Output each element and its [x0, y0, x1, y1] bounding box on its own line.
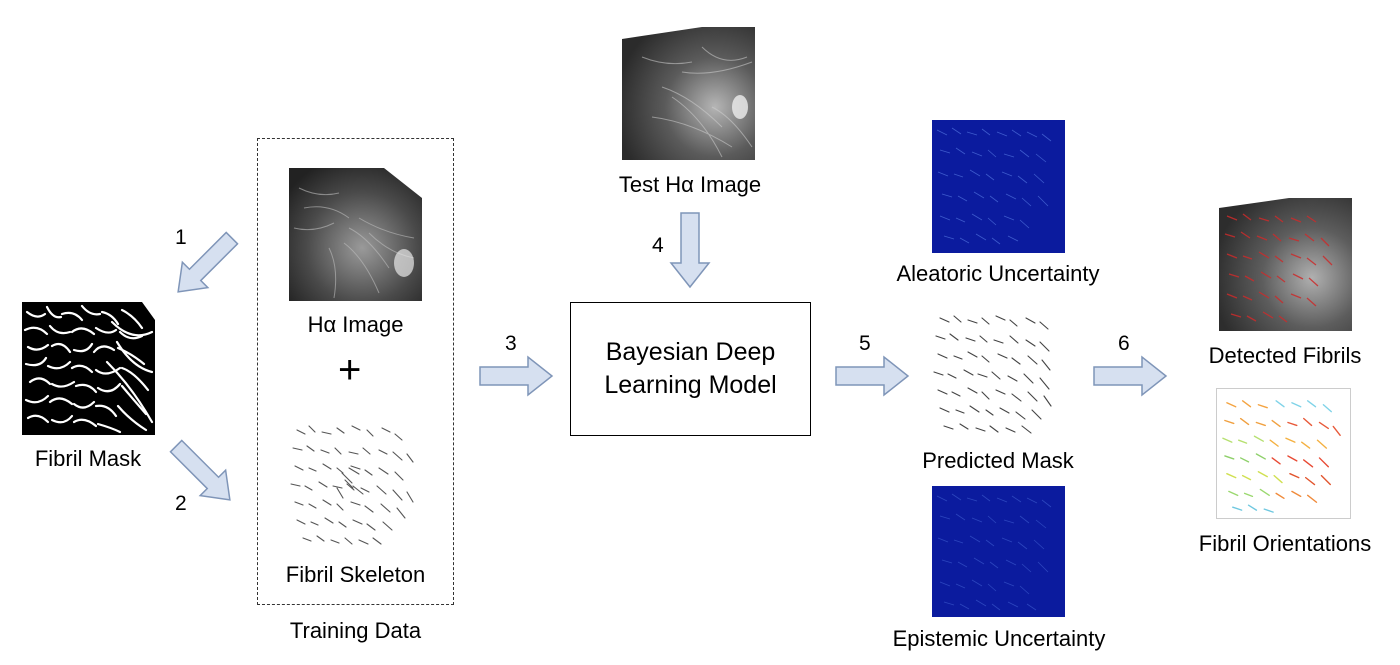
detected-fibrils-image	[1219, 198, 1352, 331]
fibril-skeleton-label: Fibril Skeleton	[285, 562, 426, 587]
step-6-number: 6	[1118, 332, 1130, 355]
ha-image	[289, 168, 422, 301]
arrow-3	[479, 355, 554, 397]
step-2-number: 2	[175, 492, 187, 515]
test-ha-image	[622, 27, 755, 160]
model-title-line2: Learning Model	[604, 371, 777, 399]
bayesian-model-box: Bayesian Deep Learning Model	[570, 302, 811, 436]
epistemic-uncertainty-image	[932, 486, 1065, 617]
epistemic-uncertainty-label: Epistemic Uncertainty	[892, 626, 1106, 651]
training-data-label: Training Data	[289, 618, 422, 643]
aleatoric-uncertainty-label: Aleatoric Uncertainty	[896, 261, 1100, 286]
fibril-orientations-image	[1216, 388, 1351, 519]
step-3-number: 3	[505, 332, 517, 355]
plus-sign: +	[338, 348, 362, 392]
arrow-4	[669, 212, 711, 289]
step-5-number: 5	[859, 332, 871, 355]
detected-fibrils-label: Detected Fibrils	[1208, 343, 1362, 368]
training-data-box	[257, 138, 454, 605]
test-ha-image-label: Test Hα Image	[618, 172, 762, 197]
fibril-skeleton-image	[287, 418, 422, 553]
arrow-5	[835, 355, 910, 397]
predicted-mask-label: Predicted Mask	[922, 448, 1074, 473]
aleatoric-uncertainty-image	[932, 120, 1065, 253]
arrow-6	[1093, 355, 1168, 397]
model-title-line1: Bayesian Deep	[605, 338, 776, 366]
fibril-mask-image	[22, 302, 155, 435]
fibril-orientations-label: Fibril Orientations	[1198, 531, 1372, 556]
predicted-mask-image	[930, 306, 1065, 441]
step-1-number: 1	[175, 226, 187, 249]
fibril-mask-label: Fibril Mask	[34, 446, 142, 471]
ha-image-label: Hα Image	[307, 312, 404, 337]
step-4-number: 4	[652, 234, 664, 257]
